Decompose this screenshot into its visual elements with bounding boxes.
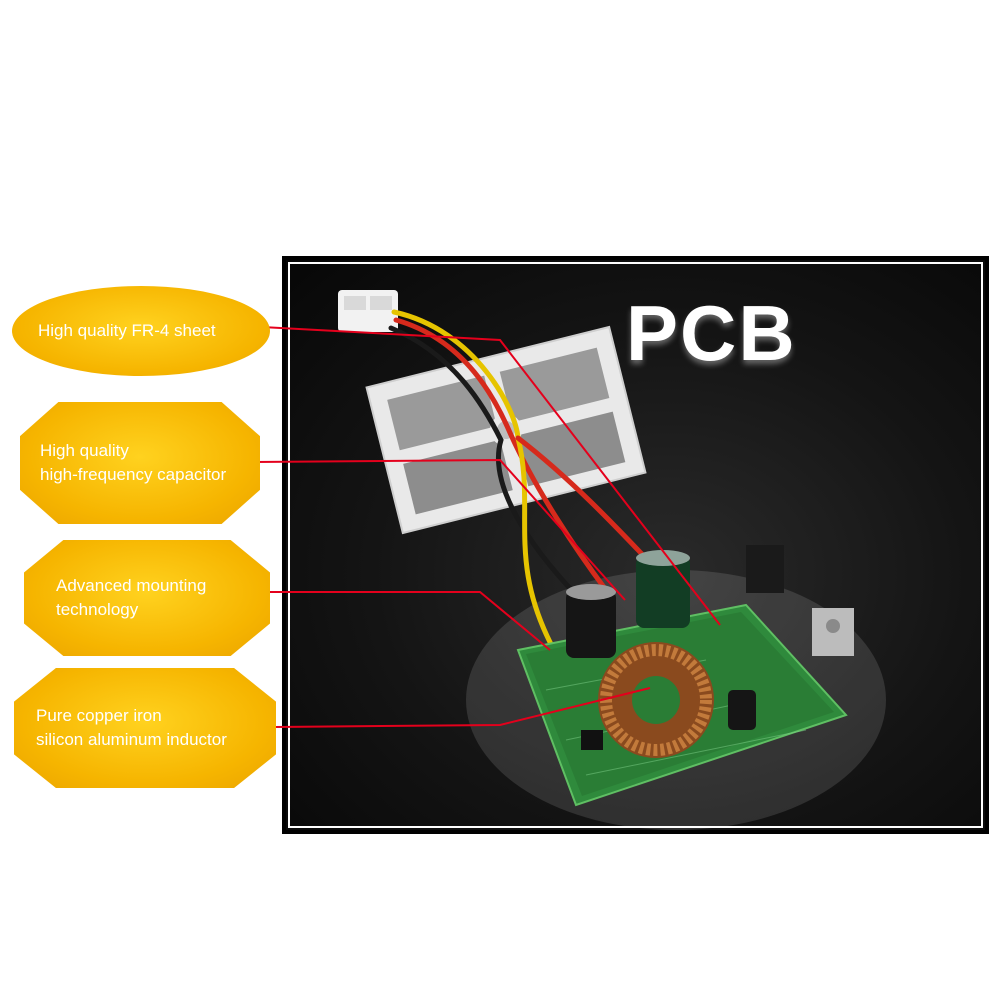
callout-mounting-line-1: Advanced mounting (56, 576, 207, 595)
mounting-bracket (365, 325, 647, 535)
callout-capacitor-line-1: High quality (40, 441, 129, 460)
callout-inductor-line-1: Pure copper iron (36, 706, 162, 725)
callout-fr4-line-1: High quality FR-4 sheet (38, 321, 216, 340)
callout-capacitor-line-2: high-frequency capacitor (40, 465, 227, 484)
callout-mounting-line-2: technology (56, 600, 139, 619)
callout-inductor: Pure copper iron silicon aluminum induct… (14, 668, 276, 788)
circuit-board (516, 545, 854, 807)
connector-plug (338, 290, 398, 332)
photo-title: PCB (626, 289, 797, 377)
product-photo: PCB (282, 256, 989, 834)
callout-capacitor: High quality high-frequency capacitor (20, 402, 260, 524)
callout-fr4-sheet: High quality FR-4 sheet (12, 286, 270, 376)
callout-mounting: Advanced mounting technology (24, 540, 270, 656)
callout-inductor-line-2: silicon aluminum inductor (36, 730, 227, 749)
